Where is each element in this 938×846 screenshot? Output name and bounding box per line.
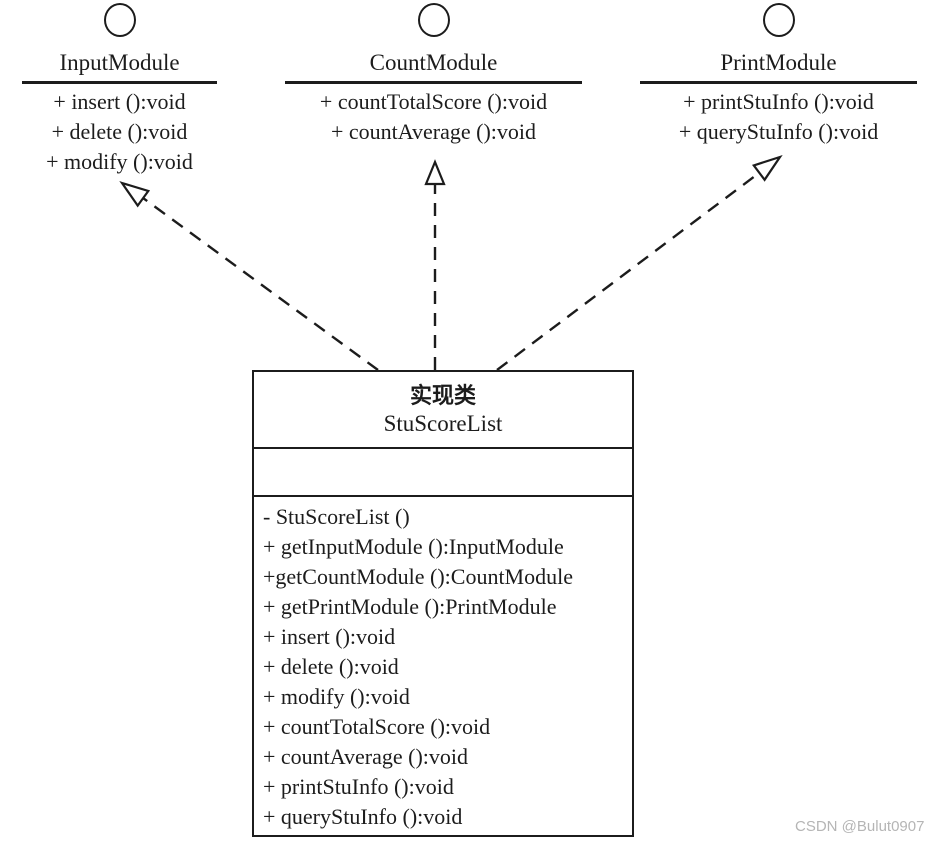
- interface-method: + queryStuInfo ():void: [678, 119, 879, 144]
- realization-arrow-inputmodule: [119, 181, 379, 371]
- class-method: + printStuInfo ():void: [263, 773, 454, 799]
- realization-arrow-printmodule: [496, 154, 783, 371]
- class-method: + insert ():void: [263, 623, 396, 649]
- interface-method: + countTotalScore ():void: [319, 89, 548, 114]
- class-method: +getCountModule ():CountModule: [263, 563, 573, 589]
- interface-methods: + countTotalScore ():void + countAverage…: [285, 84, 582, 147]
- class-method: + delete ():void: [263, 653, 399, 679]
- interface-method: + insert ():void: [53, 89, 186, 114]
- interface-name: CountModule: [285, 49, 582, 84]
- interface-methods: + insert ():void + delete ():void + modi…: [22, 84, 217, 177]
- interface-method: + modify ():void: [46, 149, 193, 174]
- watermark: CSDN @Bulut0907: [795, 818, 925, 835]
- class-attributes-compartment: [254, 446, 632, 495]
- interface-circle-icon: [103, 3, 136, 37]
- interface-name: InputModule: [22, 49, 217, 84]
- class-method: + queryStuInfo ():void: [263, 803, 463, 829]
- class-method: + modify ():void: [263, 683, 410, 709]
- interface-countmodule: CountModule + countTotalScore ():void + …: [285, 3, 582, 147]
- class-method: + countAverage ():void: [263, 743, 469, 769]
- interface-circle-icon: [417, 3, 450, 37]
- realization-arrow-countmodule: [424, 159, 446, 370]
- interface-method: + printStuInfo ():void: [683, 89, 874, 114]
- class-name: StuScoreList: [383, 411, 503, 436]
- interface-circle-icon: [762, 3, 795, 37]
- class-header-compartment: 实现类 StuScoreList: [254, 372, 632, 447]
- class-method: + getInputModule ():InputModule: [263, 533, 564, 559]
- class-method: - StuScoreList (): [263, 503, 410, 529]
- interface-printmodule: PrintModule + printStuInfo ():void + que…: [640, 3, 917, 147]
- class-stereotype: 实现类: [409, 383, 476, 408]
- interface-method: + delete ():void: [51, 119, 188, 144]
- interface-inputmodule: InputModule + insert ():void + delete ()…: [22, 3, 217, 177]
- class-method: + countTotalScore ():void: [263, 713, 491, 739]
- interface-methods: + printStuInfo ():void + queryStuInfo ()…: [640, 84, 917, 147]
- interface-method: + countAverage ():void: [330, 119, 537, 144]
- class-stuscorelist: 实现类 StuScoreList - StuScoreList () + get…: [252, 370, 634, 837]
- class-method: + getPrintModule ():PrintModule: [263, 593, 557, 619]
- class-methods-compartment: - StuScoreList () + getInputModule ():In…: [254, 494, 632, 832]
- interface-name: PrintModule: [640, 49, 917, 84]
